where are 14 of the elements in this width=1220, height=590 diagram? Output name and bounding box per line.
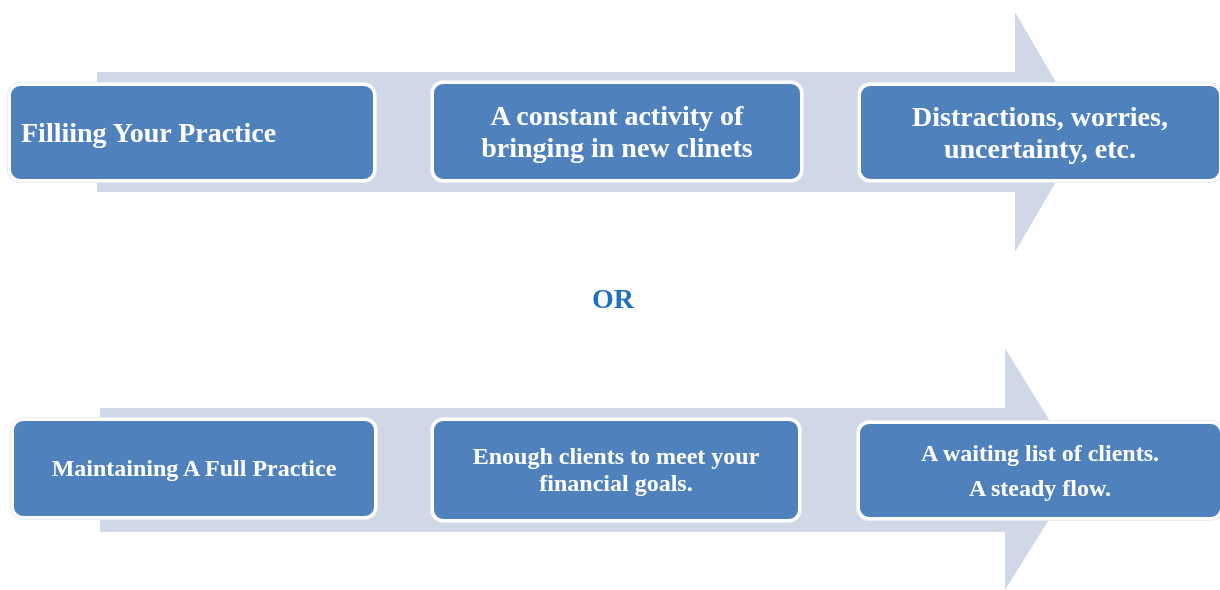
box-text: Maintaining A Full Practice	[51, 455, 337, 482]
process-box	[431, 81, 803, 182]
box-text: Filliing Your Practice	[21, 116, 277, 149]
process-box	[11, 418, 377, 519]
box-text: Enough clients to meet your financial goals.	[471, 443, 761, 497]
process-box	[431, 418, 801, 522]
process-box	[857, 421, 1220, 520]
process-box	[8, 83, 376, 182]
separator-text: OR	[592, 283, 634, 315]
box-text: A constant activity of bringing in new clinets	[480, 99, 754, 164]
box-text: Distractions, worries, uncertainty, etc.	[911, 100, 1169, 165]
box-text: A steady flow.	[969, 474, 1111, 502]
process-box	[858, 83, 1220, 182]
box-text: A waiting list of clients.	[921, 439, 1159, 467]
